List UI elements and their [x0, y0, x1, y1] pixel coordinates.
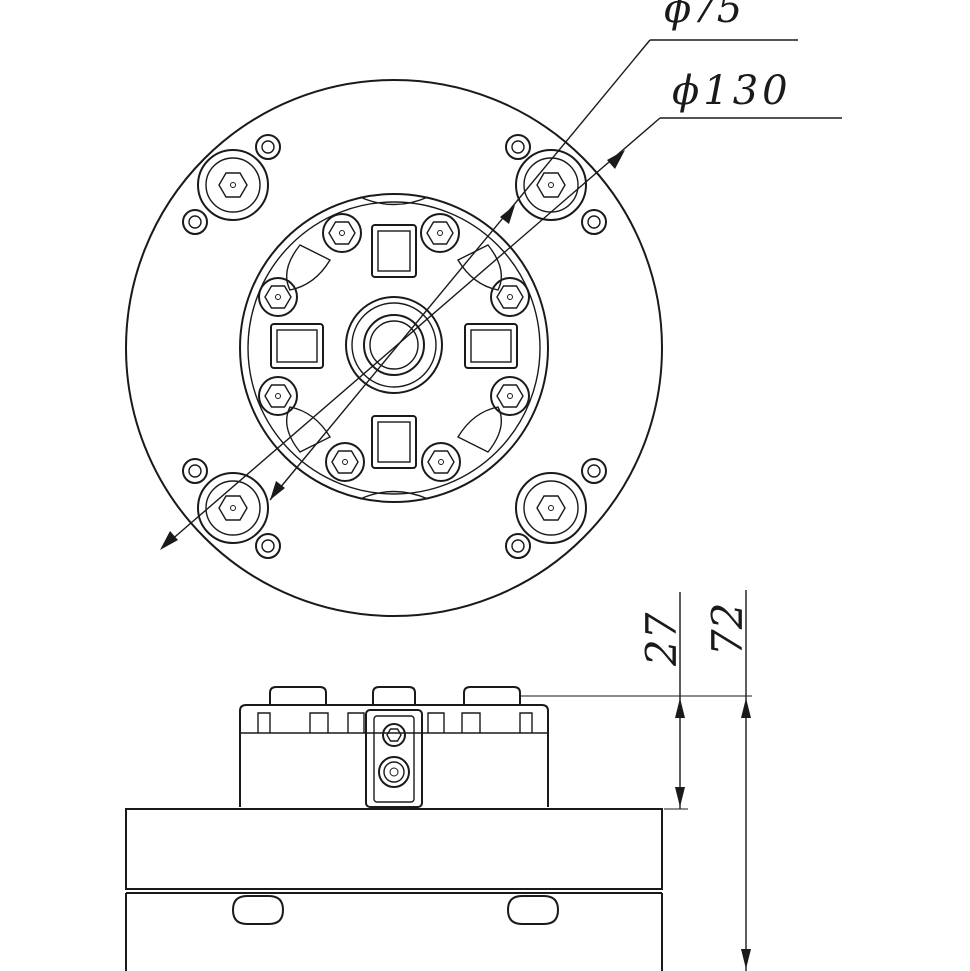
- top-view: [125, 79, 663, 617]
- outer-flange-circle: [125, 79, 663, 617]
- chuck-body-outline: [239, 704, 549, 807]
- dia130-arrow-high: [607, 150, 625, 169]
- chuck-inner-ring: [247, 201, 541, 495]
- side-view: [125, 686, 663, 971]
- dia75-line: [269, 39, 651, 501]
- base-lug-right: [506, 895, 560, 925]
- dia75-arrow-high: [500, 205, 515, 224]
- dia130-arrow-low: [160, 531, 178, 550]
- flange-mounting-bolts: [197, 149, 587, 544]
- diameter-dimensions: ϕ75 ϕ130: [160, 0, 842, 550]
- pin-holes: [182, 134, 607, 559]
- clamp-screw-top: [382, 723, 406, 747]
- jaw-blocks: [270, 224, 518, 469]
- center-clamp-block: [365, 709, 423, 808]
- dia75-label: ϕ75: [664, 0, 742, 32]
- dia75-arrow-low: [270, 481, 285, 500]
- dia130-label: ϕ130: [672, 68, 792, 114]
- chuck-bolts: [258, 213, 530, 482]
- dim72-label: 72: [703, 603, 752, 656]
- center-bore: [345, 296, 443, 394]
- base-plate: [125, 808, 663, 890]
- dia130-line: [161, 117, 661, 549]
- clamp-screw-bottom: [378, 756, 410, 788]
- base-lug-left: [231, 895, 285, 925]
- top-studs: [269, 686, 521, 705]
- chuck-body-circle: [239, 193, 549, 503]
- dim27-label: 27: [637, 612, 686, 667]
- height-dimensions: 27 72: [520, 590, 752, 971]
